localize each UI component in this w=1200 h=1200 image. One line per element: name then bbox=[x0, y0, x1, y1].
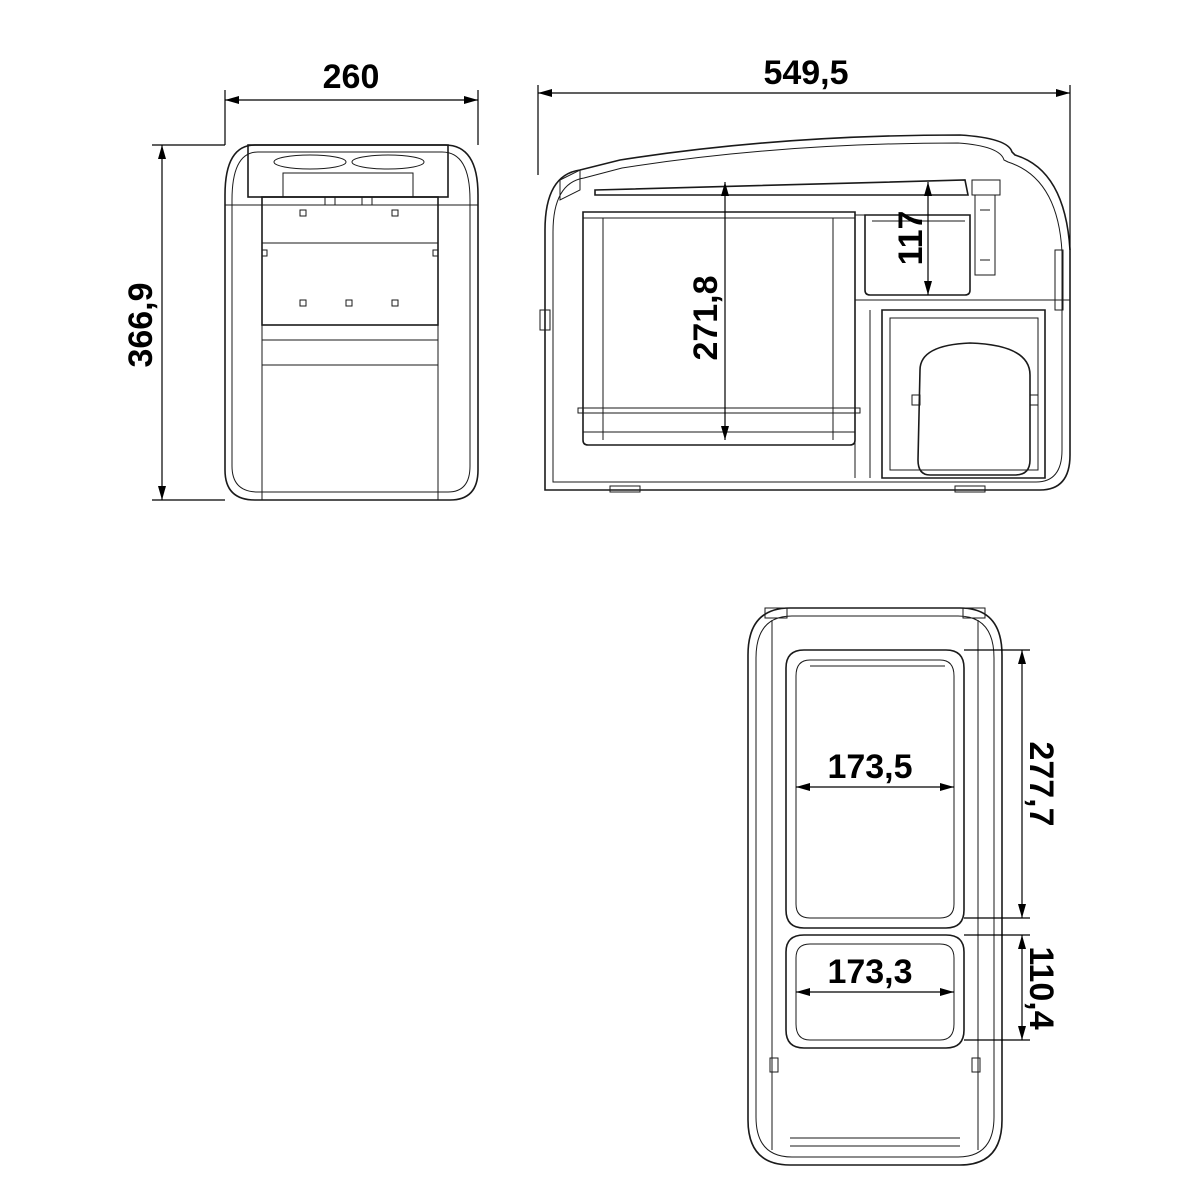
label-top-small-length: 110,4 bbox=[1022, 946, 1060, 1029]
top-view bbox=[747, 607, 1003, 1166]
dim-inner-depth: 271,8 bbox=[687, 182, 729, 440]
side-view bbox=[539, 134, 1071, 493]
dim-small-depth: 117 bbox=[892, 182, 932, 295]
front-view bbox=[224, 144, 479, 501]
label-side-length: 549,5 bbox=[763, 54, 848, 92]
label-front-height: 366,9 bbox=[122, 282, 160, 367]
dim-top-large-length: 277,7 bbox=[964, 649, 1060, 919]
dim-top-small-width: 173,3 bbox=[796, 953, 954, 996]
label-inner-depth: 271,8 bbox=[687, 275, 725, 360]
label-top-large-length: 277,7 bbox=[1022, 741, 1060, 826]
dim-front-height: 366,9 bbox=[122, 144, 225, 501]
dim-side-length: 549,5 bbox=[537, 54, 1071, 250]
label-small-depth: 117 bbox=[892, 211, 930, 266]
label-top-large-width: 173,5 bbox=[827, 748, 912, 786]
label-front-width: 260 bbox=[323, 58, 380, 96]
dim-top-large-width: 173,5 bbox=[796, 748, 954, 791]
dim-front-width: 260 bbox=[224, 58, 479, 145]
label-top-small-width: 173,3 bbox=[827, 953, 912, 991]
dim-top-small-length: 110,4 bbox=[964, 934, 1060, 1041]
